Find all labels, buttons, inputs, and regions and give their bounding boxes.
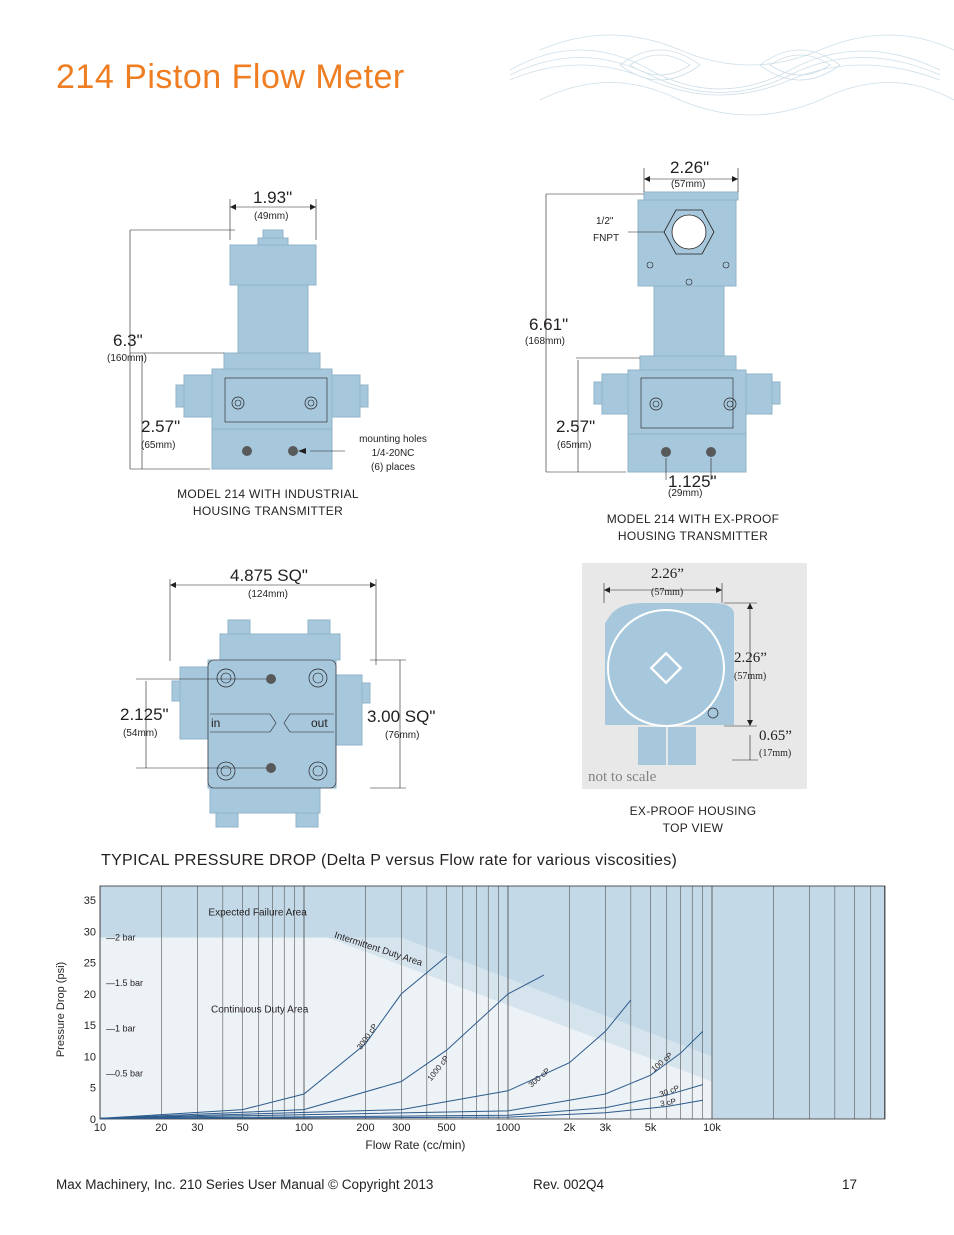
x-tick-label: 2k [564,1122,576,1134]
exproof-lower-dimension: 2.57" [556,417,596,436]
x-tick-label: 3k [600,1122,612,1134]
x-tick-label: 10 [94,1122,106,1134]
bottom-width-dimension: 4.875 SQ" [230,566,308,585]
industrial-width-dimension: 1.93" [253,188,293,207]
mounting-holes-line1: mounting holes [359,434,427,445]
exproof-lower-mm: (65mm) [557,440,592,451]
exproof-hole-spacing-mm: (29mm) [668,488,703,499]
series-line [99,1031,704,1119]
bar-label: —0.5 bar [106,1069,143,1079]
industrial-housing-drawing [129,199,369,470]
y-tick-label: 0 [90,1114,96,1126]
y-tick-label: 30 [84,926,96,938]
exproof-height-dimension: 6.61" [529,315,569,334]
top-view-caption-line1: EX-PROOF HOUSING [629,804,757,818]
decorative-wave-pattern [509,34,954,116]
y-axis-label: Pressure Drop (psi) [55,962,67,1057]
plot-frame [99,885,886,1120]
not-to-scale-note: not to scale [588,769,657,785]
series-label: 3 cP [659,1097,676,1109]
top-view-caption: EX-PROOF HOUSING TOP VIEW [573,803,813,837]
y-tick-label: 25 [84,958,96,970]
exproof-width-dimension: 2.26" [670,158,710,177]
industrial-lower-mm: (65mm) [141,440,176,451]
footer-revision: Rev. 002Q4 [533,1177,605,1192]
axis-tick-labels: 10 20 30 50 100 200 300 500 1000 2k 3k 5k 10k 0 5 10 15 2… [84,895,722,1134]
fnpt-label: FNPT [593,233,620,244]
x-axis-label: Flow Rate (cc/min) [365,1138,465,1152]
series-line [99,974,545,1119]
top-view-drawing [603,583,758,765]
x-tick-label: 30 [191,1122,203,1134]
area-label-continuous: Continuous Duty Area [211,1005,309,1016]
industrial-caption-line2: HOUSING TRANSMITTER [192,504,344,518]
pressure-drop-chart: —2 bar—1.5 bar—1 bar—0.5 bar 3000 cP1000… [55,885,886,1152]
industrial-caption: MODEL 214 WITH INDUSTRIAL HOUSING TRANSM… [148,486,388,520]
x-tick-label: 5k [645,1122,657,1134]
industrial-height-dimension: 6.3" [113,331,143,350]
industrial-height-mm: (160mm) [107,353,148,364]
bar-label: —1.5 bar [106,978,143,988]
bottom-right-mm: (76mm) [385,730,420,741]
top-view-small-dimension: 0.65” [759,728,792,744]
fnpt-size: 1/2" [596,216,614,227]
exproof-height-mm: (168mm) [525,336,566,347]
x-tick-label: 100 [295,1122,313,1134]
mounting-holes-line2: 1/4-20NC [371,448,415,459]
x-tick-label: 200 [356,1122,374,1134]
top-view-height-mm: (57mm) [734,671,767,682]
x-tick-label: 50 [236,1122,248,1134]
exproof-caption: MODEL 214 WITH EX-PROOF HOUSING TRANSMIT… [573,511,813,545]
series-line [99,1099,703,1120]
outlet-label: out [311,716,328,730]
chart-gridlines [99,885,886,1120]
area-label-failure: Expected Failure Area [208,908,307,919]
series-line [99,999,632,1119]
page-title: 214 Piston Flow Meter [56,58,405,96]
industrial-lower-dimension: 2.57" [141,417,181,436]
x-tick-label: 300 [392,1122,410,1134]
mounting-holes-note: mounting holes 1/4-20NC (6) places [345,433,441,475]
bottom-view-drawing [136,579,406,828]
top-view-width-mm: (57mm) [651,587,684,598]
y-tick-label: 15 [84,1020,96,1032]
x-tick-label: 1000 [496,1122,520,1134]
x-tick-label: 10k [703,1122,721,1134]
exproof-hole-spacing: 1.125" [668,472,717,491]
bottom-left-dimension: 2.125" [120,705,169,724]
exproof-caption-line2: HOUSING TRANSMITTER [617,529,769,543]
y-tick-label: 5 [90,1083,96,1095]
y-tick-label: 10 [84,1051,96,1063]
y-tick-label: 20 [84,989,96,1001]
exproof-caption-line1: MODEL 214 WITH EX-PROOF [606,512,780,526]
mounting-holes-line3: (6) places [371,462,415,473]
bottom-left-mm: (54mm) [123,728,158,739]
bar-label: —1 bar [106,1023,136,1033]
bottom-width-mm: (124mm) [248,589,289,600]
footer-page-number: 17 [842,1177,858,1192]
top-view-caption-line2: TOP VIEW [662,821,724,835]
footer-copyright: Max Machinery, Inc. 210 Series User Manu… [56,1177,434,1192]
bottom-right-dimension: 3.00 SQ" [367,707,436,726]
x-tick-label: 500 [437,1122,455,1134]
industrial-width-mm: (49mm) [254,211,289,222]
top-view-height: 2.26” [734,650,767,666]
top-view-width: 2.26” [651,566,684,582]
bar-label: —2 bar [106,933,136,943]
series-line [99,1084,703,1119]
ex-proof-housing-drawing [545,168,781,480]
continuous-duty-region [100,937,712,1119]
exproof-width-mm: (57mm) [671,179,706,190]
series-line [99,955,447,1119]
y-tick-label: 35 [84,895,96,907]
industrial-caption-line1: MODEL 214 WITH INDUSTRIAL [177,487,359,501]
top-view-small-mm: (17mm) [759,748,792,759]
x-tick-label: 20 [155,1122,167,1134]
pressure-drop-section-title: TYPICAL PRESSURE DROP (Delta P versus Fl… [101,852,678,869]
bar-reference-lines: —2 bar —1.5 bar —1 bar —0.5 bar [106,933,143,1079]
inlet-label: in [211,716,221,730]
